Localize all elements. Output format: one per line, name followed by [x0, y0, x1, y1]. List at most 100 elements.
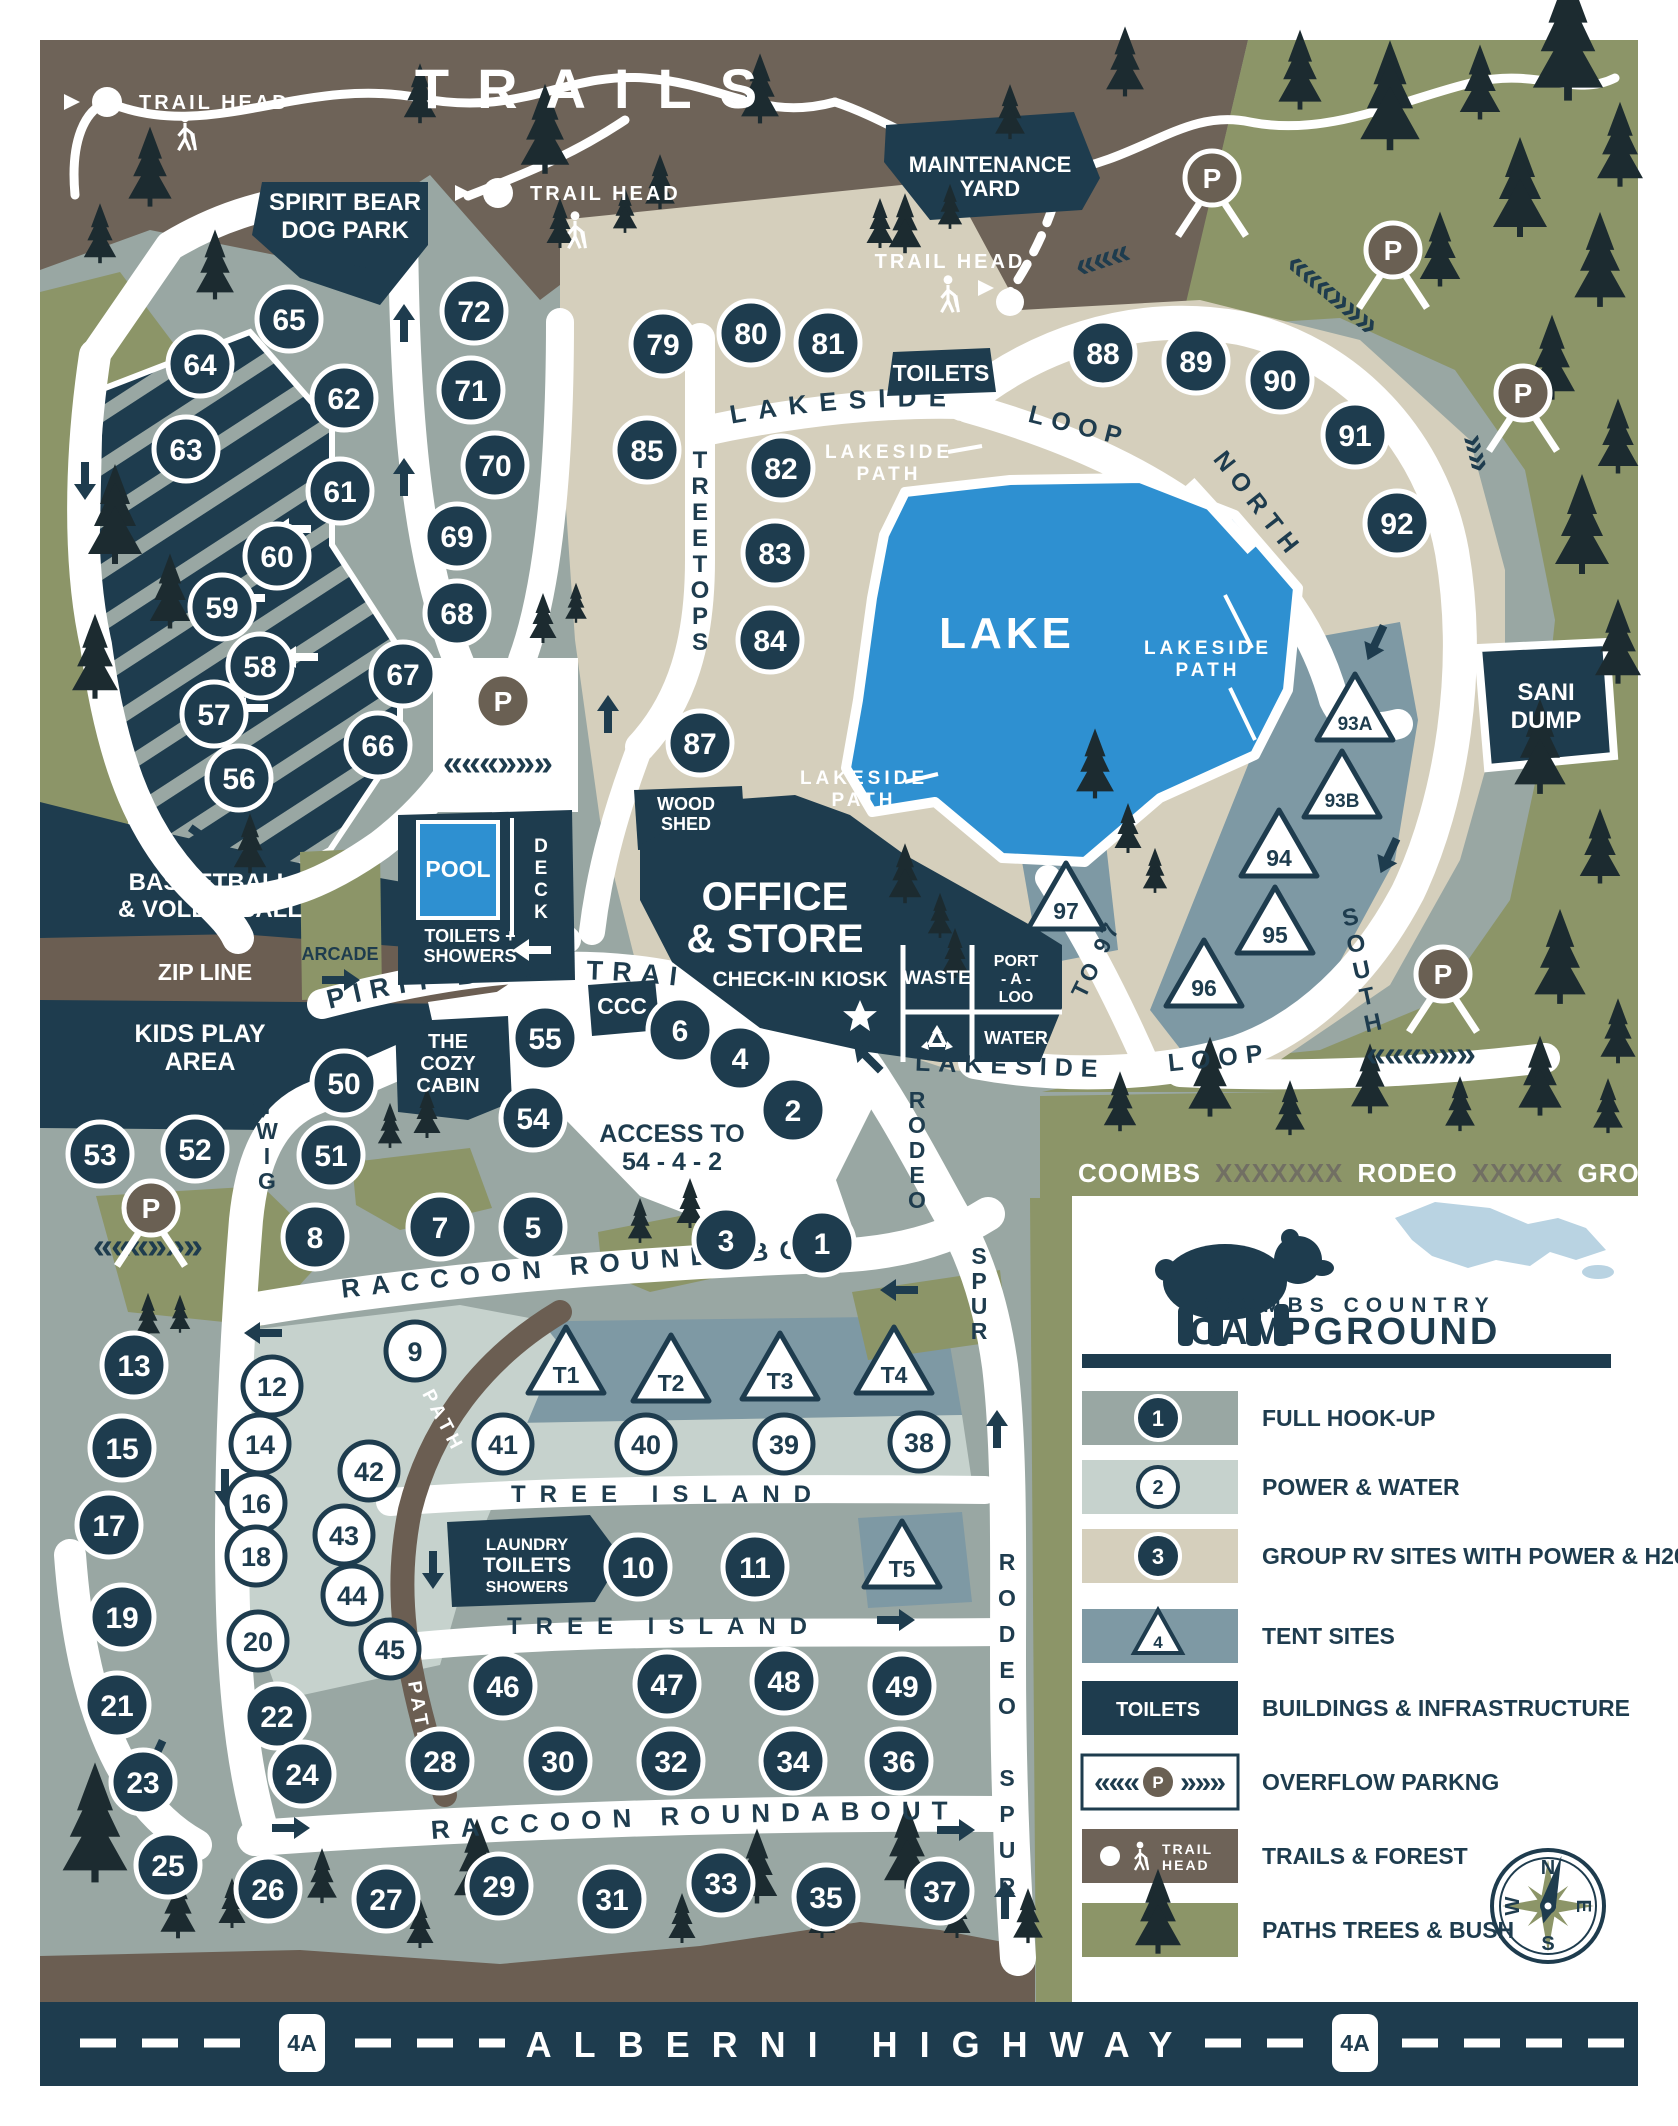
- svg-text:E: E: [692, 525, 708, 552]
- label-trail-head-1: TRAIL HEAD: [139, 92, 290, 114]
- svg-text:13: 13: [117, 1350, 150, 1383]
- recycle-icon: [921, 1025, 953, 1050]
- site-24: 24: [267, 1739, 337, 1809]
- site-32: 32: [636, 1726, 706, 1796]
- label-port-a-loo-3: LOO: [999, 989, 1034, 1006]
- site-8: 8: [280, 1202, 350, 1272]
- svg-text:71: 71: [454, 375, 487, 408]
- label-lakeside-path-left-1: LAKESIDE: [800, 768, 928, 789]
- svg-text:7: 7: [432, 1212, 449, 1245]
- svg-text:T4: T4: [881, 1362, 908, 1388]
- label-maintenance-yard-1: MAINTENANCE: [909, 152, 1072, 177]
- label-toilets-top: TOILETS: [893, 360, 990, 386]
- svg-text:9: 9: [407, 1337, 422, 1367]
- site-21: 21: [82, 1670, 152, 1740]
- road-tree-island-upper: TREE ISLAND: [511, 1481, 825, 1508]
- site-2: 2: [758, 1075, 828, 1145]
- svg-text:43: 43: [329, 1521, 359, 1551]
- office-store-building: [640, 795, 1062, 1062]
- label-arcade: ARCADE: [301, 944, 378, 964]
- site-43: 43: [312, 1503, 376, 1567]
- svg-text:33: 33: [704, 1868, 737, 1901]
- site-80: 80: [716, 298, 786, 368]
- svg-text:16: 16: [241, 1489, 271, 1519]
- svg-text:46: 46: [486, 1671, 519, 1704]
- svg-text:P: P: [692, 603, 708, 630]
- label-waste: WASTE: [903, 968, 971, 989]
- svg-text:OVERFLOW PARKNG: OVERFLOW PARKNG: [1262, 1769, 1499, 1795]
- label-lakeside-path-top-1: LAKESIDE: [825, 442, 953, 463]
- site-55: 55: [510, 1003, 580, 1073]
- site-90: 90: [1245, 345, 1315, 415]
- site-12: 12: [240, 1354, 304, 1418]
- svg-text:10: 10: [621, 1552, 654, 1585]
- toilets-top-building: [887, 348, 996, 396]
- svg-text:T: T: [693, 447, 708, 474]
- svg-text:96: 96: [1191, 975, 1217, 1001]
- svg-text:24: 24: [285, 1759, 319, 1792]
- svg-text:O: O: [908, 1112, 926, 1138]
- svg-text:25: 25: [151, 1850, 184, 1883]
- rodeo-grounds-label: COOMBSXXXXXXXRODEOXXXXXGROUNDS: [1078, 1158, 1678, 1188]
- svg-text:S: S: [1340, 903, 1361, 933]
- trails-title: TRAILS: [415, 57, 785, 120]
- svg-text:E: E: [535, 858, 548, 879]
- svg-text:1: 1: [1152, 1406, 1164, 1431]
- site-25: 25: [133, 1830, 203, 1900]
- tent-site-T2: T2: [630, 1332, 712, 1404]
- site-68: 68: [422, 578, 492, 648]
- svg-text:14: 14: [245, 1430, 275, 1460]
- svg-text:O: O: [691, 577, 710, 604]
- site-37: 37: [905, 1856, 975, 1926]
- site-28: 28: [405, 1726, 475, 1796]
- svg-text:P: P: [1514, 378, 1533, 409]
- site-65: 65: [254, 284, 324, 354]
- svg-text:23: 23: [126, 1767, 159, 1800]
- svg-text:27: 27: [369, 1884, 402, 1917]
- brand-line2: CAMPGROUND: [1190, 1311, 1501, 1353]
- svg-text:18: 18: [241, 1542, 271, 1572]
- label-sani-dump-2: DUMP: [1511, 707, 1582, 734]
- site-92: 92: [1362, 488, 1432, 558]
- site-42: 42: [337, 1439, 401, 1503]
- svg-text:D: D: [909, 1137, 926, 1163]
- site-7: 7: [405, 1192, 475, 1262]
- site-30: 30: [523, 1726, 593, 1796]
- highway-badge-left: 4A: [279, 2014, 325, 2072]
- site-23: 23: [108, 1747, 178, 1817]
- svg-text:FULL HOOK-UP: FULL HOOK-UP: [1262, 1405, 1435, 1431]
- site-52: 52: [160, 1114, 230, 1184]
- svg-text:4A: 4A: [287, 2030, 316, 2056]
- svg-text:42: 42: [354, 1457, 384, 1487]
- site-51: 51: [296, 1120, 366, 1190]
- svg-text:22: 22: [260, 1701, 293, 1734]
- site-34: 34: [758, 1726, 828, 1796]
- site-69: 69: [422, 501, 492, 571]
- site-38: 38: [887, 1410, 951, 1474]
- svg-text:64: 64: [183, 349, 217, 382]
- svg-text:I: I: [264, 1143, 270, 1169]
- svg-text:85: 85: [630, 435, 663, 468]
- site-84: 84: [735, 605, 805, 675]
- svg-text:55: 55: [528, 1023, 561, 1056]
- label-lakeside-path-right-2: PATH: [1176, 660, 1241, 681]
- svg-text:67: 67: [386, 659, 419, 692]
- site-40: 40: [614, 1412, 678, 1476]
- svg-text:56: 56: [222, 763, 255, 796]
- site-49: 49: [867, 1651, 937, 1721]
- maintenance-yard-building: [884, 112, 1100, 220]
- tent-site-T5: T5: [861, 1518, 943, 1590]
- site-20: 20: [226, 1609, 290, 1673]
- trailhead-1: [64, 87, 197, 152]
- site-11: 11: [720, 1532, 790, 1602]
- svg-text:E: E: [692, 499, 708, 526]
- site-59: 59: [187, 572, 257, 642]
- svg-text:BUILDINGS & INFRASTRUCTURE: BUILDINGS & INFRASTRUCTURE: [1262, 1695, 1630, 1721]
- svg-text:S: S: [999, 1765, 1014, 1791]
- label-wood-shed-1: WOOD: [657, 794, 715, 814]
- site-61: 61: [305, 456, 375, 526]
